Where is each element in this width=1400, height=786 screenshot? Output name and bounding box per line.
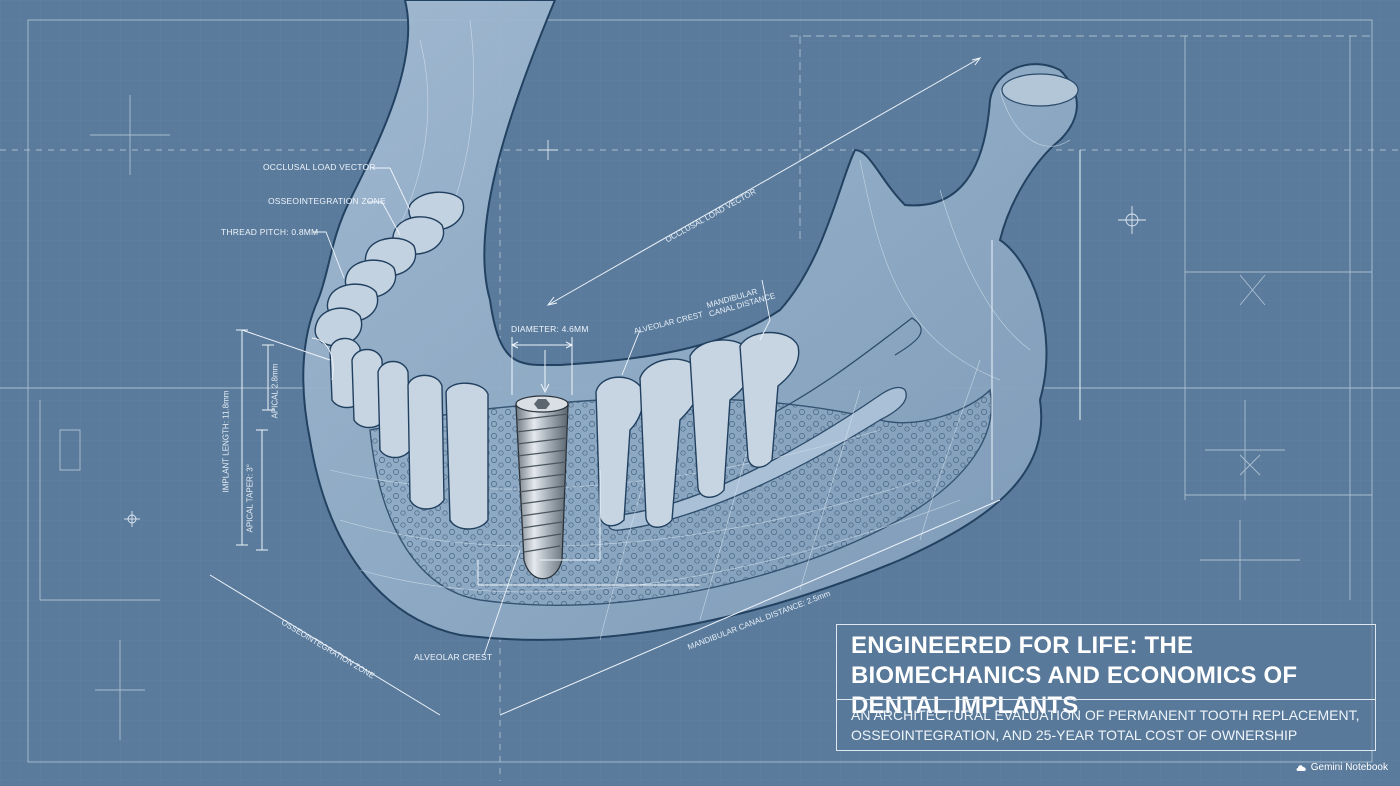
dimension-lines: [209, 57, 1081, 716]
gemini-notebook-badge: Gemini Notebook: [1296, 762, 1388, 773]
callout-occlusal-load-vector: OCCLUSAL LOAD VECTOR: [263, 162, 376, 172]
label-apical-taper: APICAL TAPER: 3°: [245, 464, 255, 533]
callout-osseointegration-zone: OSSEOINTEGRATION ZONE: [268, 196, 386, 206]
mandible-drawing: [302, 0, 1079, 641]
callout-thread-pitch: THREAD PITCH: 0.8mm: [221, 227, 319, 237]
leader-lines: [311, 167, 771, 656]
label-implant-length: IMPLANT LENGTH: 11.8mm: [221, 390, 231, 493]
page-subtitle: AN ARCHITECTURAL EVALUATION OF PERMANENT…: [851, 707, 1360, 743]
cloud-icon: [1296, 764, 1306, 771]
page-title: ENGINEERED FOR LIFE: THE BIOMECHANICS AN…: [851, 632, 1298, 719]
label-apical-2mm: APICAL 2.8mm: [270, 363, 280, 419]
callout-diameter: DIAMETER: 4.6mm: [511, 324, 589, 334]
badge-label: Gemini Notebook: [1310, 762, 1388, 773]
title-divider: [837, 699, 1375, 700]
implant-drawing: [515, 395, 569, 580]
callout-alveolar-crest-bottom: ALVEOLAR CREST: [414, 652, 493, 662]
crosshair-markers: [124, 140, 1146, 527]
title-card: ENGINEERED FOR LIFE: THE BIOMECHANICS AN…: [836, 624, 1376, 751]
